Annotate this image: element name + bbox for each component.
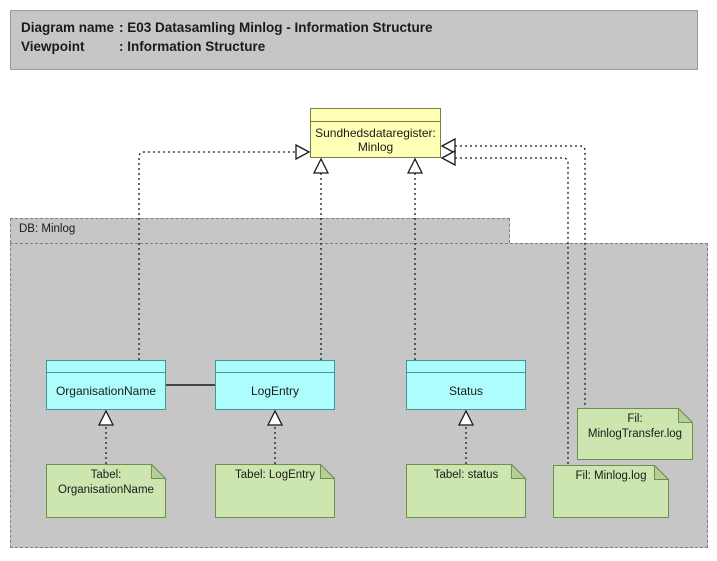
node-label: Fil: Minlog.log — [575, 470, 647, 482]
node-header-strip — [407, 361, 525, 373]
diagram-title-block: Diagram name : E03 Datasamling Minlog - I… — [10, 10, 698, 70]
node-sundhedsdataregister[interactable]: Sundhedsdataregister: Minlog — [310, 108, 441, 158]
viewpoint-value: : Information Structure — [119, 39, 266, 54]
node-status[interactable]: Status — [406, 360, 526, 410]
node-label: Tabel: OrganisationName — [58, 469, 154, 496]
diagram-name-row: Diagram name : E03 Datasamling Minlog - I… — [21, 18, 697, 37]
node-logentry[interactable]: LogEntry — [215, 360, 335, 410]
node-tabel-organisationname[interactable]: Tabel: OrganisationName — [46, 464, 166, 518]
node-label: Sundhedsdataregister: Minlog — [315, 125, 436, 154]
node-header-strip — [47, 361, 165, 373]
arrowhead-hollow-triangle — [440, 137, 456, 155]
grouping-label: DB: Minlog — [19, 223, 76, 235]
diagram-name-label: Diagram name — [21, 20, 115, 35]
node-tabel-logentry[interactable]: Tabel: LogEntry — [215, 464, 335, 518]
artifact-shape — [46, 464, 166, 518]
arrowhead-hollow-triangle — [440, 149, 456, 167]
node-label: Status — [448, 384, 484, 398]
artifact-shape — [215, 464, 335, 518]
node-tabel-status[interactable]: Tabel: status — [406, 464, 526, 518]
node-fil-minlogtransfer[interactable]: Fil: MinlogTransfer.log — [577, 408, 693, 460]
grouping-header-tab: DB: Minlog — [10, 218, 510, 243]
node-label: Tabel: status — [433, 469, 499, 481]
node-header-strip — [216, 361, 334, 373]
arrowhead-hollow-triangle — [406, 157, 424, 174]
artifact-shape — [553, 465, 669, 518]
node-label: Fil: MinlogTransfer.log — [587, 413, 683, 440]
node-organisationname[interactable]: OrganisationName — [46, 360, 166, 410]
viewpoint-label: Viewpoint — [21, 39, 85, 54]
node-label: OrganisationName — [55, 384, 157, 398]
node-label: LogEntry — [250, 384, 300, 398]
viewpoint-row: Viewpoint : Information Structure — [21, 37, 697, 56]
node-label: Tabel: LogEntry — [235, 469, 315, 481]
diagram-name-value: : E03 Datasamling Minlog - Information S… — [119, 20, 433, 35]
node-fil-minlog[interactable]: Fil: Minlog.log — [553, 465, 669, 518]
artifact-shape — [577, 408, 693, 460]
arrowhead-hollow-triangle — [312, 157, 330, 174]
node-header-strip — [311, 109, 440, 122]
arrowhead-hollow-triangle — [295, 143, 311, 161]
